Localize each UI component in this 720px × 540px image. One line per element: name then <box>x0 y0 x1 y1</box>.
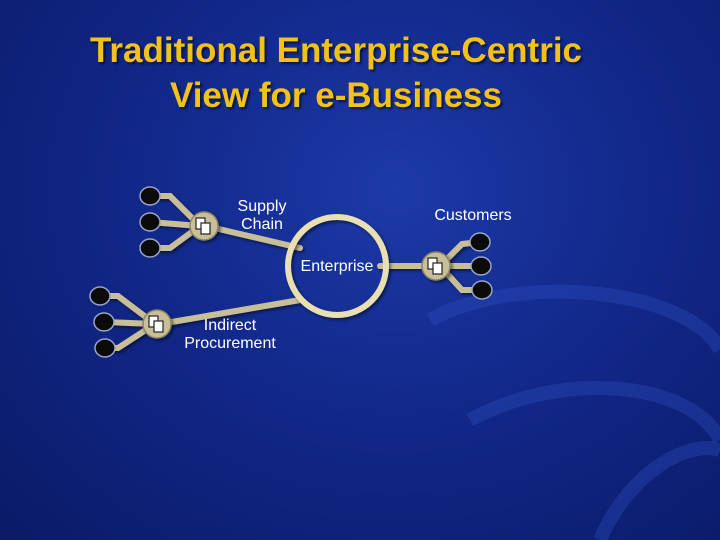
customers-label: Customers <box>434 207 512 224</box>
indirect-nodes <box>89 286 116 358</box>
customer-nodes <box>469 232 493 300</box>
customer-node-1 <box>469 232 491 252</box>
supply-nodes <box>139 186 161 258</box>
indirect-procurement-label: Indirect Procurement <box>162 317 298 353</box>
supply-chain-label: Supply Chain <box>222 198 302 234</box>
supply-hub <box>189 211 219 241</box>
indirect-procurement-label-line-1: Indirect <box>203 317 257 334</box>
copy-icon <box>195 217 211 235</box>
supply-node-2 <box>139 212 161 232</box>
supply-node-1 <box>139 186 161 206</box>
customer-node-2 <box>470 256 492 276</box>
indirect-procurement-label-line-2: Procurement <box>184 335 276 352</box>
title-line-1: Traditional Enterprise-Centric <box>89 31 583 70</box>
indirect-hub <box>142 309 172 339</box>
indirect-node-3 <box>94 338 116 358</box>
customer-node-3 <box>471 280 493 300</box>
customers-hub <box>421 251 451 281</box>
indirect-node-1 <box>89 286 111 306</box>
copy-icon <box>148 315 164 333</box>
background-swirl <box>426 284 720 540</box>
indirect-node-2 <box>93 312 115 332</box>
slide-title: Traditional Enterprise-Centric View for … <box>0 28 720 118</box>
enterprise-label: Enterprise <box>300 258 374 275</box>
title-line-2: View for e-Business <box>170 76 502 115</box>
supply-chain-label-line-2: Chain <box>241 216 283 233</box>
supply-chain-label-line-1: Supply <box>237 198 287 215</box>
supply-node-3 <box>139 238 161 258</box>
enterprise-node <box>285 214 389 318</box>
copy-icon <box>427 257 443 275</box>
